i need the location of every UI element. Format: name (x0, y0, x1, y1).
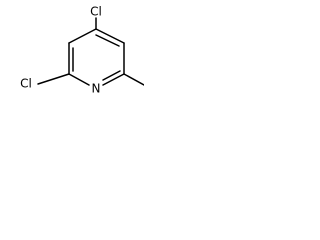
bond-c4-c3 (68, 28, 97, 44)
atom-n-ring: N (92, 82, 101, 96)
bond-c5-c4-double (95, 34, 120, 47)
bond-c2-cl (37, 73, 70, 85)
bond-n-c6-double (102, 70, 121, 81)
bond-c2-n (68, 73, 90, 86)
substituents (37, 17, 144, 86)
atom-cl-left: Cl (20, 77, 32, 91)
chemical-structure-diagram: Cl Cl N (20, 5, 144, 96)
bond-n-c6-single (102, 73, 125, 86)
bond-c5-c4-single (95, 28, 125, 44)
bond-c6-methyl (123, 73, 144, 86)
pyridine-ring (68, 28, 125, 86)
atom-cl-top: Cl (90, 5, 102, 19)
